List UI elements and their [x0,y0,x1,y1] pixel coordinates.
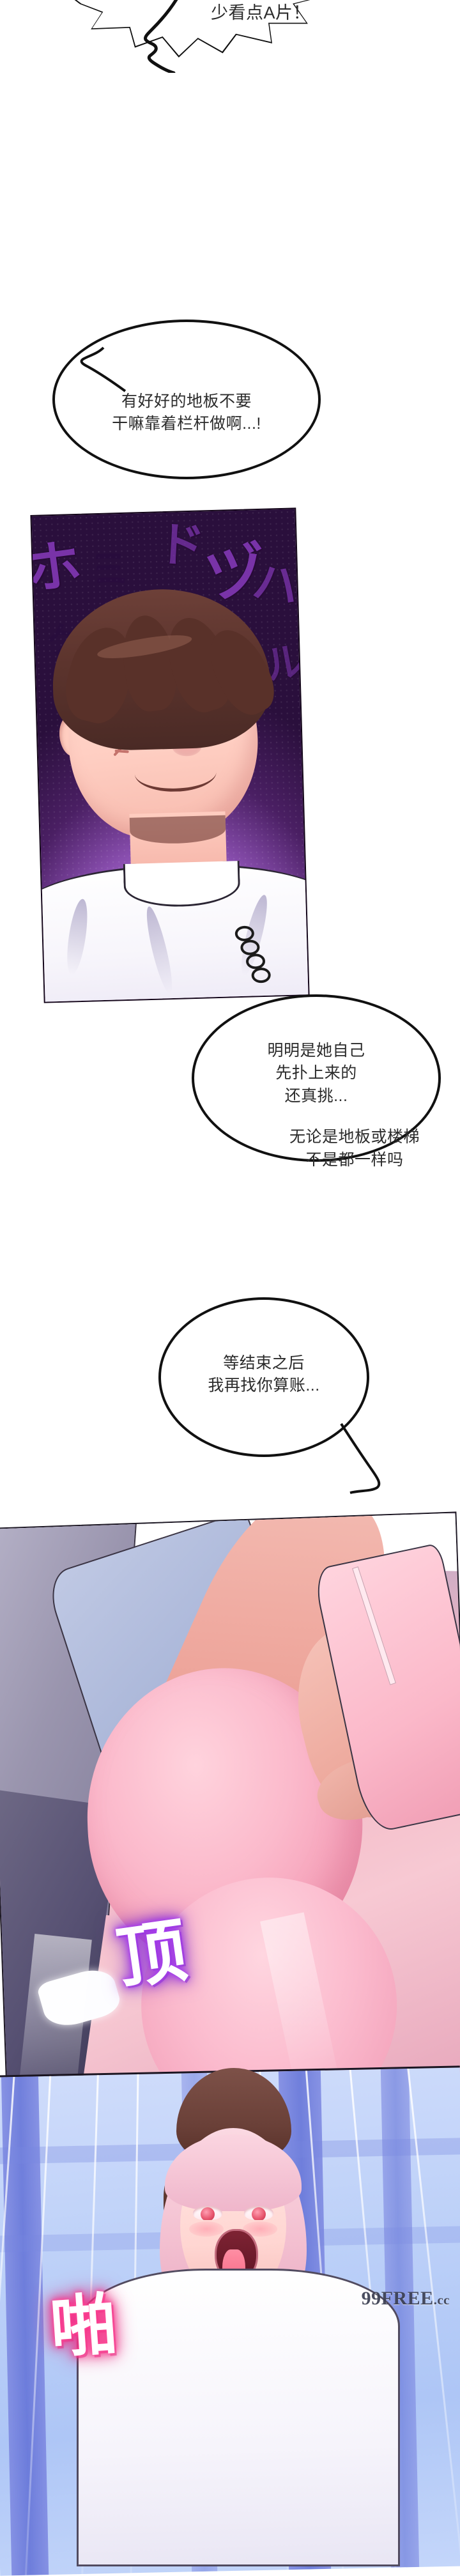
girl-eye-right [244,2206,273,2220]
speech-bubble-3-tail-icon [340,1423,381,1494]
girl-blush-left [189,2221,224,2237]
speech-bubble-2: 明明是她自己 先扑上来的 还真挑... [192,994,441,1162]
narration-text: 无论是地板或楼梯 不是都一样吗 [289,1128,420,1169]
site-watermark: 99FREE.cc [362,2288,450,2310]
speech-bubble-2-text: 明明是她自己 先扑上来的 还真挑... [267,1041,365,1105]
shout-balloon-text: 少看点A片！ [211,3,311,22]
graffiti-mark-4: ハ [249,554,303,614]
speech-bubble-1: 有好好的地板不要 干嘛靠着栏杆做啊...! [52,320,321,479]
girl-tshirt [77,2269,400,2566]
graffiti-mark-2: ド [155,516,206,575]
speech-bubble-3-text: 等结束之后 我再找你算账... [208,1354,320,1395]
girl-hair-bangs [165,2134,302,2211]
site-watermark-tld: .cc [433,2292,450,2308]
girl-eye-left [193,2206,222,2220]
shout-balloon-text-wrap: 少看点A片！ [211,0,396,26]
speech-bubble-1-tail-icon [80,346,126,392]
shout-balloon-tail-icon [144,0,178,73]
sfx-pa: 啪 [47,2285,120,2368]
site-watermark-name: 99FREE [361,2288,434,2309]
speech-bubble-1-text: 有好好的地板不要 干嘛靠着栏杆做啊...! [112,392,261,433]
panel-2 [0,1511,460,2093]
panel-1: ホ ド ヅ ハ ミ ケ ル [30,507,310,1003]
sfx-ding: 顶 [112,1911,192,2000]
speech-bubble-3: 等结束之后 我再找你算账... [158,1297,369,1457]
